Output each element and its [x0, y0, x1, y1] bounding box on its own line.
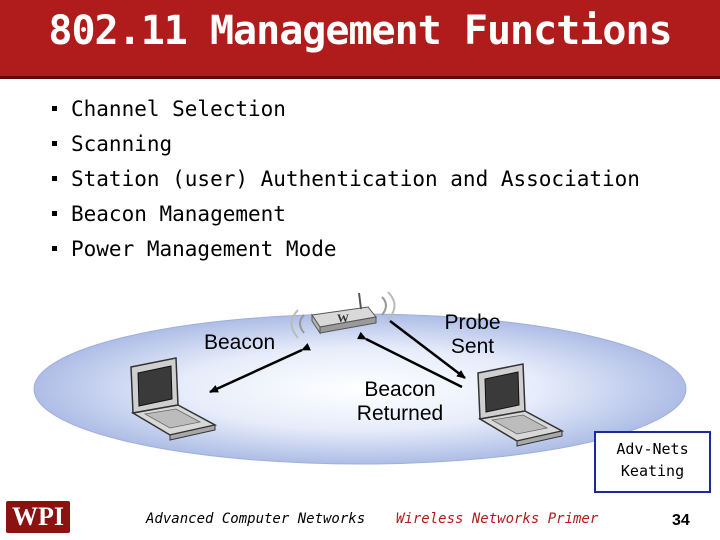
access-point-icon: W [290, 291, 396, 339]
probe-arrow [389, 320, 466, 379]
bullet-item: Power Management Mode [52, 232, 640, 267]
access-point-mark: W [337, 311, 349, 325]
left-laptop-icon [130, 357, 218, 441]
bullet-text: Power Management Mode [71, 237, 337, 261]
author-line1: Adv-Nets [616, 440, 689, 458]
footer-course: Advanced Computer Networks [146, 511, 366, 527]
author-line2: Keating [620, 462, 685, 480]
bullet-item: Station (user) Authentication and Associ… [52, 162, 640, 197]
bullet-square-icon [52, 210, 57, 216]
wpi-logo: WPI [6, 501, 70, 533]
bullet-square-icon [52, 175, 57, 181]
beacon-arrow [209, 343, 311, 394]
bullet-item: Scanning [52, 127, 640, 162]
bullet-square-icon [52, 140, 57, 146]
returned-arrow [357, 331, 463, 389]
beacon-label: Beacon [204, 331, 276, 354]
footer: WPI Advanced Computer Networks Wireless … [0, 495, 720, 540]
bullet-square-icon [52, 105, 57, 111]
probe-sent-label: Probe Sent [425, 311, 520, 359]
beacon-returned-line1: Beacon [364, 378, 436, 401]
bullet-item: Beacon Management [52, 197, 640, 232]
bullet-text: Scanning [71, 132, 173, 156]
beacon-diagram: W Beacon Probe Sent Beacon Returned [0, 285, 720, 475]
probe-label-line: Probe [444, 311, 501, 334]
footer-module: Wireless Networks Primer [396, 511, 599, 527]
sent-label-line: Sent [450, 335, 495, 358]
title-bar: 802.11 Management Functions [0, 0, 720, 79]
bullet-list: Channel Selection Scanning Station (user… [52, 92, 640, 267]
diagram-graphics: W [33, 291, 687, 465]
beacon-returned-label: Beacon Returned [340, 378, 460, 426]
beacon-returned-line2: Returned [356, 402, 444, 425]
author-box: Adv-Nets Keating [594, 431, 711, 493]
bullet-text: Station (user) Authentication and Associ… [71, 167, 640, 191]
bullet-item: Channel Selection [52, 92, 640, 127]
right-laptop-icon [477, 363, 565, 447]
bullet-square-icon [52, 245, 57, 251]
bullet-text: Channel Selection [71, 97, 286, 121]
slide-title: 802.11 Management Functions [48, 8, 672, 54]
bullet-text: Beacon Management [71, 202, 286, 226]
page-number: 34 [672, 512, 690, 529]
